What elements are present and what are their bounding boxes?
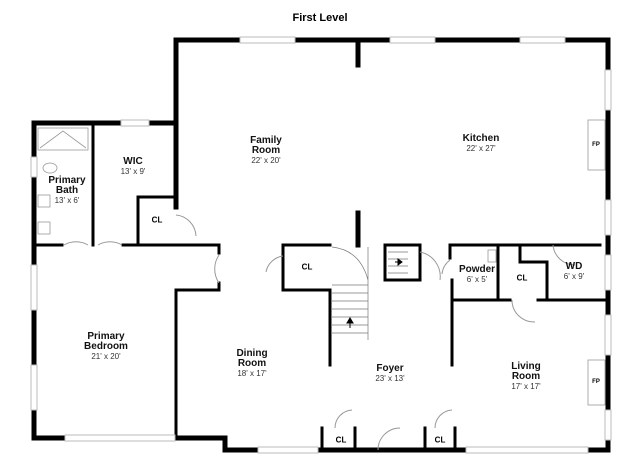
window	[604, 254, 612, 291]
door-swing	[214, 254, 220, 284]
wall	[518, 243, 549, 302]
room-dims: 17' x 17'	[511, 382, 541, 391]
room-name: Primary	[87, 331, 125, 342]
up-arrow-icon	[346, 317, 354, 328]
room-dims: 22' x 27'	[466, 144, 496, 153]
room-name: Kitchen	[462, 133, 500, 144]
window	[120, 119, 150, 127]
floor-title: First Level	[292, 12, 348, 24]
right-arrow-icon	[395, 258, 403, 266]
door-swing	[434, 409, 453, 429]
room-name: Room	[237, 358, 267, 369]
window	[30, 364, 38, 411]
room-name: WD	[565, 261, 583, 272]
room-name: Dining	[236, 348, 268, 359]
window	[519, 36, 566, 44]
room-name: Family	[250, 135, 282, 146]
closet-wall	[136, 195, 178, 247]
room-name: Primary	[48, 175, 86, 186]
window	[604, 314, 612, 356]
wall	[121, 243, 221, 255]
window	[465, 446, 589, 454]
door-swing	[97, 241, 123, 246]
windows	[30, 36, 612, 454]
stairs	[331, 246, 408, 340]
room-dims: 6' x 5'	[466, 275, 488, 284]
fireplace-label: FP	[592, 142, 600, 148]
room-dims: 22' x 20'	[251, 156, 281, 165]
door-swing	[441, 259, 451, 275]
door-swing	[334, 409, 353, 429]
sink	[487, 249, 497, 263]
room-name: Room	[511, 371, 541, 382]
room-dims: 13' x 9'	[120, 167, 146, 176]
wall	[174, 281, 221, 440]
window	[604, 199, 612, 236]
door-swing	[63, 241, 89, 246]
door-swing	[552, 244, 576, 266]
door-swing	[419, 251, 441, 281]
room-name: Foyer	[376, 363, 404, 374]
toilet	[42, 162, 58, 174]
window	[64, 434, 176, 442]
sink	[37, 221, 51, 235]
window	[604, 69, 612, 111]
sink	[37, 194, 51, 208]
window	[604, 409, 612, 441]
room-dims: 6' x 9'	[563, 272, 585, 281]
room-name: Powder	[458, 264, 496, 275]
door-swing	[265, 255, 284, 273]
window	[30, 264, 38, 311]
closet-label: CL	[516, 273, 528, 283]
closet-label: CL	[335, 435, 347, 445]
room-name: Bedroom	[84, 341, 128, 352]
room-name: Room	[251, 145, 281, 156]
room-dims: 23' x 13'	[375, 374, 405, 383]
room-name: WIC	[123, 156, 143, 167]
door-swing	[377, 427, 401, 451]
walls	[31, 37, 611, 453]
room-name: Living	[511, 361, 541, 372]
closet-label: CL	[151, 215, 163, 225]
room-dims: 13' x 6'	[54, 196, 80, 205]
shower-lines	[39, 130, 87, 149]
closet-label: CL	[301, 262, 313, 272]
stair-wall	[383, 243, 422, 282]
door-swing	[511, 299, 536, 323]
fireplace	[587, 359, 606, 406]
exterior-wall	[31, 37, 611, 453]
fixtures	[37, 119, 606, 406]
room-dims: 21' x 20'	[91, 352, 121, 361]
window	[389, 36, 436, 44]
wall	[281, 243, 332, 279]
window	[30, 156, 38, 178]
room-name: Bath	[55, 185, 79, 196]
window	[257, 446, 319, 454]
fireplace-label: FP	[592, 379, 600, 385]
fireplace	[587, 119, 606, 171]
closet-label: CL	[434, 435, 446, 445]
room-dims: 18' x 17'	[237, 369, 267, 378]
window	[239, 36, 296, 44]
door-swing	[175, 214, 197, 237]
shower	[37, 127, 89, 151]
doors	[63, 214, 576, 451]
